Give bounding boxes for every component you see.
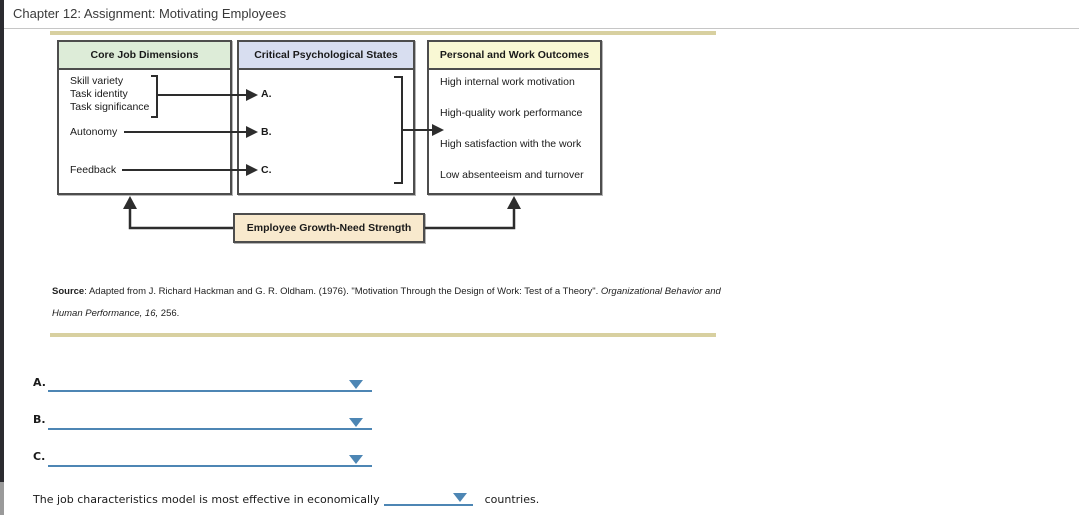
- left-scrollbar[interactable]: [0, 0, 4, 482]
- source-line-1: Source: Adapted from J. Richard Hackman …: [52, 286, 721, 297]
- question-c-label: C.: [33, 450, 46, 463]
- dropdown-a[interactable]: [48, 390, 372, 392]
- core-item-task-significance: Task significance: [70, 101, 150, 113]
- bottom-question-text-after: countries.: [484, 493, 540, 506]
- state-label-b: B.: [261, 126, 272, 138]
- chevron-down-icon[interactable]: [349, 418, 363, 427]
- personal-work-outcomes-box: Personal and Work Outcomes: [427, 40, 602, 195]
- outcome-item: High internal work motivation: [440, 76, 575, 88]
- arrowhead-up-core: [123, 196, 137, 209]
- state-label-a: A.: [261, 88, 272, 100]
- question-b-label: B.: [33, 413, 46, 426]
- section-divider-top: [50, 31, 716, 35]
- source-label: Source: [52, 286, 85, 297]
- growth-to-core-connector: [128, 208, 233, 230]
- chevron-down-icon[interactable]: [349, 455, 363, 464]
- bottom-question-text-before: The job characteristics model is most ef…: [33, 493, 380, 506]
- chevron-down-icon[interactable]: [452, 493, 467, 502]
- core-skill-list: Skill variety Task identity Task signifi…: [70, 75, 149, 114]
- core-box-title: Core Job Dimensions: [59, 42, 230, 70]
- section-divider-bottom: [50, 333, 716, 337]
- dropdown-b[interactable]: [48, 428, 372, 430]
- core-item-autonomy: Autonomy: [70, 126, 118, 138]
- outcome-item: High satisfaction with the work: [440, 138, 582, 150]
- chevron-down-icon[interactable]: [349, 380, 363, 389]
- core-item-skill-variety: Skill variety: [70, 75, 124, 87]
- employee-growth-need-strength-box: Employee Growth-Need Strength: [233, 213, 425, 243]
- outcome-item: Low absenteeism and turnover: [440, 169, 584, 181]
- growth-to-outcomes-connector: [425, 208, 516, 230]
- source-line-2: Human Performance, 16, 256.: [52, 308, 180, 319]
- core-item-feedback: Feedback: [70, 164, 117, 176]
- page-title: Chapter 12: Assignment: Motivating Emplo…: [13, 6, 287, 21]
- question-a-label: A.: [33, 376, 46, 389]
- outcome-item: High-quality work performance: [440, 107, 583, 119]
- app-header: Chapter 12: Assignment: Motivating Emplo…: [4, 0, 1079, 29]
- bottom-question: The job characteristics model is most ef…: [33, 491, 539, 506]
- dropdown-c[interactable]: [48, 465, 372, 467]
- left-scrollbar-track[interactable]: [0, 482, 4, 515]
- source-citation: Source: Adapted from J. Richard Hackman …: [52, 281, 721, 325]
- core-item-task-identity: Task identity: [70, 88, 128, 100]
- states-box-title: Critical Psychological States: [239, 42, 413, 70]
- outcomes-list: High internal work motivation High-quali…: [440, 76, 584, 200]
- dropdown-countries[interactable]: [383, 491, 473, 506]
- outcomes-box-title: Personal and Work Outcomes: [429, 42, 600, 70]
- state-label-c: C.: [261, 164, 272, 176]
- critical-psychological-states-box: Critical Psychological States: [237, 40, 415, 195]
